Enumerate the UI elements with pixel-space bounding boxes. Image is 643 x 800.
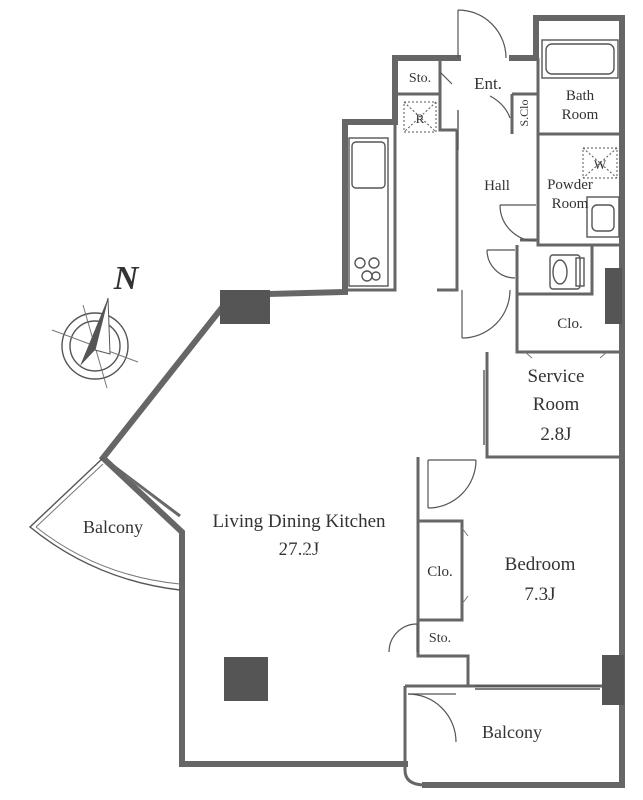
storage-entrance-label: Sto. [409, 71, 431, 86]
service-room-label-2: Room [533, 394, 580, 415]
closet-bedroom-label: Clo. [427, 564, 452, 580]
watermark: Property Bank [285, 545, 362, 559]
structural-columns [220, 268, 624, 705]
service-room-area: 2.8J [540, 424, 571, 445]
bedroom-label: Bedroom [505, 554, 576, 575]
washbasin [586, 196, 620, 238]
toilet [549, 254, 585, 290]
storage-bedroom-label: Sto. [429, 631, 451, 646]
hall-label: Hall [484, 178, 510, 194]
balcony-south-label: Balcony [482, 722, 542, 742]
fridge-space [403, 101, 437, 133]
balcony-west-label: Balcony [83, 517, 143, 537]
balcony-west-outline [28, 456, 181, 591]
bedroom-area: 7.3J [524, 584, 555, 605]
doors [388, 9, 608, 743]
bath-room-label-1: Bath [566, 88, 595, 104]
compass [51, 297, 139, 389]
compass-north-label: N [113, 260, 140, 297]
powder-room-label-1: Powder [547, 177, 593, 193]
bathtub [541, 39, 619, 79]
shoe-closet-label: S.Clo [517, 99, 531, 126]
kitchen-counter [348, 137, 389, 287]
ldk-area: 27.2J [279, 539, 320, 560]
fridge-mark: R [416, 111, 425, 126]
washer-space [582, 147, 618, 179]
bath-room-label-2: Room [562, 107, 599, 123]
closet-service-label: Clo. [557, 316, 582, 332]
ldk-label: Living Dining Kitchen [212, 511, 386, 532]
entrance-label: Ent. [474, 74, 502, 93]
washer-mark: W [594, 157, 607, 172]
service-room-label-1: Service [528, 366, 585, 387]
powder-room-label-2: Room [552, 196, 589, 212]
